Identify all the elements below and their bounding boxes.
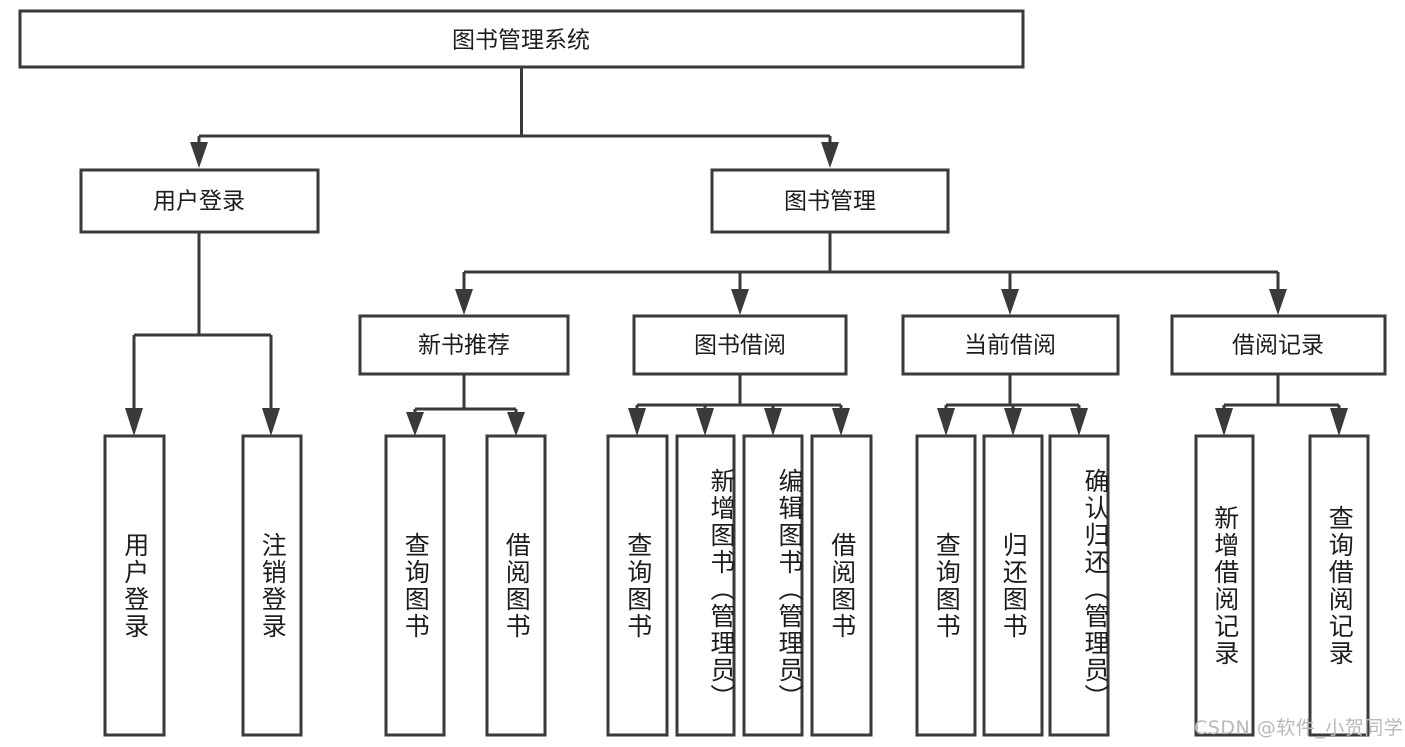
connectors-borrow-to-leaves (628, 374, 850, 436)
node-borrow-label: 图书借阅 (694, 333, 786, 359)
arrowhead-newbook (455, 289, 473, 315)
csdn-watermark: CSDN @软件_小贺同学 (1194, 717, 1404, 739)
arrowhead-bookmgmt (821, 142, 839, 168)
node-leaf2-box[interactable] (241, 434, 303, 737)
arrowhead-borrow (731, 289, 749, 315)
node-bookmgmt-box[interactable] (710, 168, 950, 234)
node-record-label: 借阅记录 (1232, 333, 1324, 359)
arrowhead-leaf1 (125, 408, 143, 436)
node-record-box[interactable] (1170, 314, 1387, 376)
arrowhead-leaf5 (628, 408, 646, 436)
arrowhead-leaf3 (406, 412, 424, 436)
node-leaf8-box[interactable] (810, 434, 873, 737)
node-current[interactable]: 当前借阅 (901, 314, 1120, 376)
node-login[interactable]: 用户登录 (79, 168, 320, 234)
arrowhead-leaf12 (1215, 408, 1233, 436)
node-newbook[interactable]: 新书推荐 (358, 314, 570, 376)
node-newbook-box[interactable] (358, 314, 570, 376)
arrowhead-login (190, 142, 208, 168)
node-leaf1-box[interactable] (103, 434, 166, 737)
node-leaf12-box[interactable] (1194, 434, 1255, 737)
connectors-root-to-level2 (190, 67, 839, 168)
arrowhead-leaf2 (262, 408, 280, 436)
node-login-box[interactable] (79, 168, 320, 234)
connectors-newbook-to-leaves (406, 374, 525, 436)
connectors-login-to-leaves (125, 232, 280, 436)
leaf-boxes (103, 434, 1370, 737)
arrowhead-record (1269, 289, 1287, 315)
node-leaf11-box[interactable] (1048, 434, 1110, 737)
arrowhead-leaf6 (696, 408, 714, 436)
connectors-current-to-leaves (937, 374, 1088, 436)
node-root[interactable]: 图书管理系统 (18, 9, 1025, 69)
node-login-label: 用户登录 (153, 189, 245, 215)
node-leaf7-box[interactable] (742, 434, 804, 737)
arrowhead-leaf4 (507, 412, 525, 436)
node-bookmgmt-label: 图书管理 (784, 189, 876, 215)
arrowhead-current (1001, 289, 1019, 315)
connectors-bookmgmt-to-level3 (455, 232, 1287, 315)
arrowhead-leaf8 (832, 408, 850, 436)
node-bookmgmt[interactable]: 图书管理 (710, 168, 950, 234)
node-leaf6-box[interactable] (675, 434, 736, 737)
node-root-box[interactable] (18, 9, 1025, 69)
node-leaf13-box[interactable] (1308, 434, 1370, 737)
node-current-box[interactable] (901, 314, 1120, 376)
node-leaf9-box[interactable] (915, 434, 977, 737)
arrowhead-leaf7 (764, 408, 782, 436)
node-leaf5-box[interactable] (606, 434, 669, 737)
arrowhead-leaf13 (1330, 408, 1348, 436)
node-root-label: 图书管理系统 (452, 28, 590, 54)
node-leaf3-box[interactable] (384, 434, 446, 737)
arrowhead-leaf11 (1070, 408, 1088, 436)
node-borrow-box[interactable] (632, 314, 848, 376)
node-leaf10-box[interactable] (982, 434, 1044, 737)
arrowhead-leaf10 (1004, 408, 1022, 436)
node-newbook-label: 新书推荐 (418, 333, 510, 359)
node-record[interactable]: 借阅记录 (1170, 314, 1387, 376)
node-borrow[interactable]: 图书借阅 (632, 314, 848, 376)
arrowhead-leaf9 (937, 408, 955, 436)
node-leaf4-box[interactable] (485, 434, 547, 737)
connectors-record-to-leaves (1215, 374, 1348, 436)
node-current-label: 当前借阅 (964, 333, 1056, 359)
